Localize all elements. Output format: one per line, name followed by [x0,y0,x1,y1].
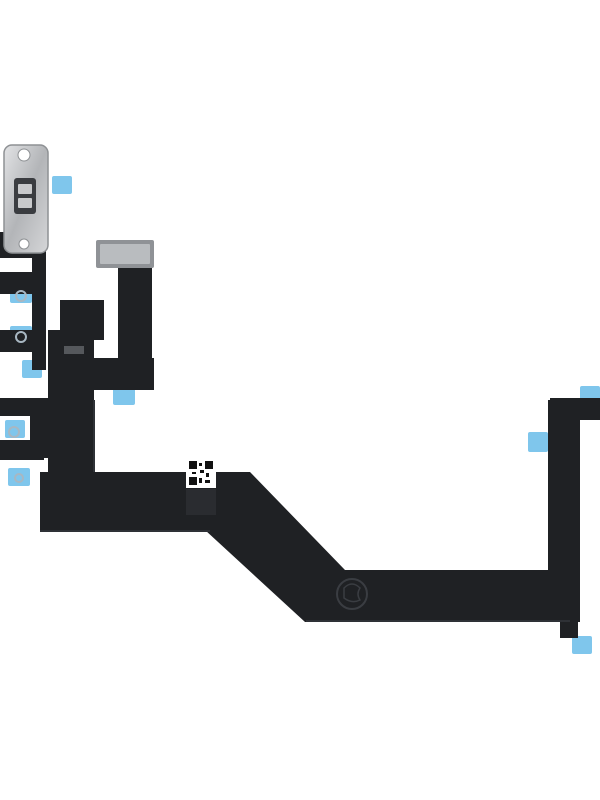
barcode-label [186,458,216,515]
connector-stiffener [96,240,154,268]
metal-bracket [3,144,49,254]
spine-connector [60,340,90,362]
button-contacts [8,290,27,483]
cable-logo-emblem [336,578,368,610]
cable-edges [40,400,570,622]
